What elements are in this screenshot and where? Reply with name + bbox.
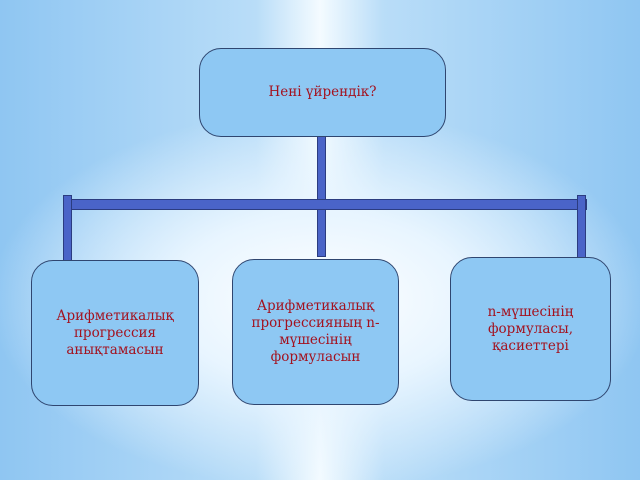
child-node-label: Арифметикалық прогрессияның n-мүшесінің …: [251, 298, 380, 365]
connector-vertical-root: [317, 134, 326, 257]
connector-horizontal: [63, 199, 587, 210]
child-node-label: Арифметикалық прогрессия анықтамасын: [56, 307, 174, 358]
child-node-definition: Арифметикалық прогрессия анықтамасын: [31, 260, 199, 406]
child-node-label: n-мүшесінің формуласы, қасиеттері: [487, 303, 574, 354]
root-node: Нені үйрендік?: [199, 48, 446, 137]
child-node-nth-term: Арифметикалық прогрессияның n-мүшесінің …: [232, 259, 399, 405]
connector-right-post: [577, 195, 586, 259]
connector-left-post: [63, 195, 72, 263]
root-node-label: Нені үйрендік?: [268, 84, 377, 100]
child-node-properties: n-мүшесінің формуласы, қасиеттері: [450, 257, 611, 401]
